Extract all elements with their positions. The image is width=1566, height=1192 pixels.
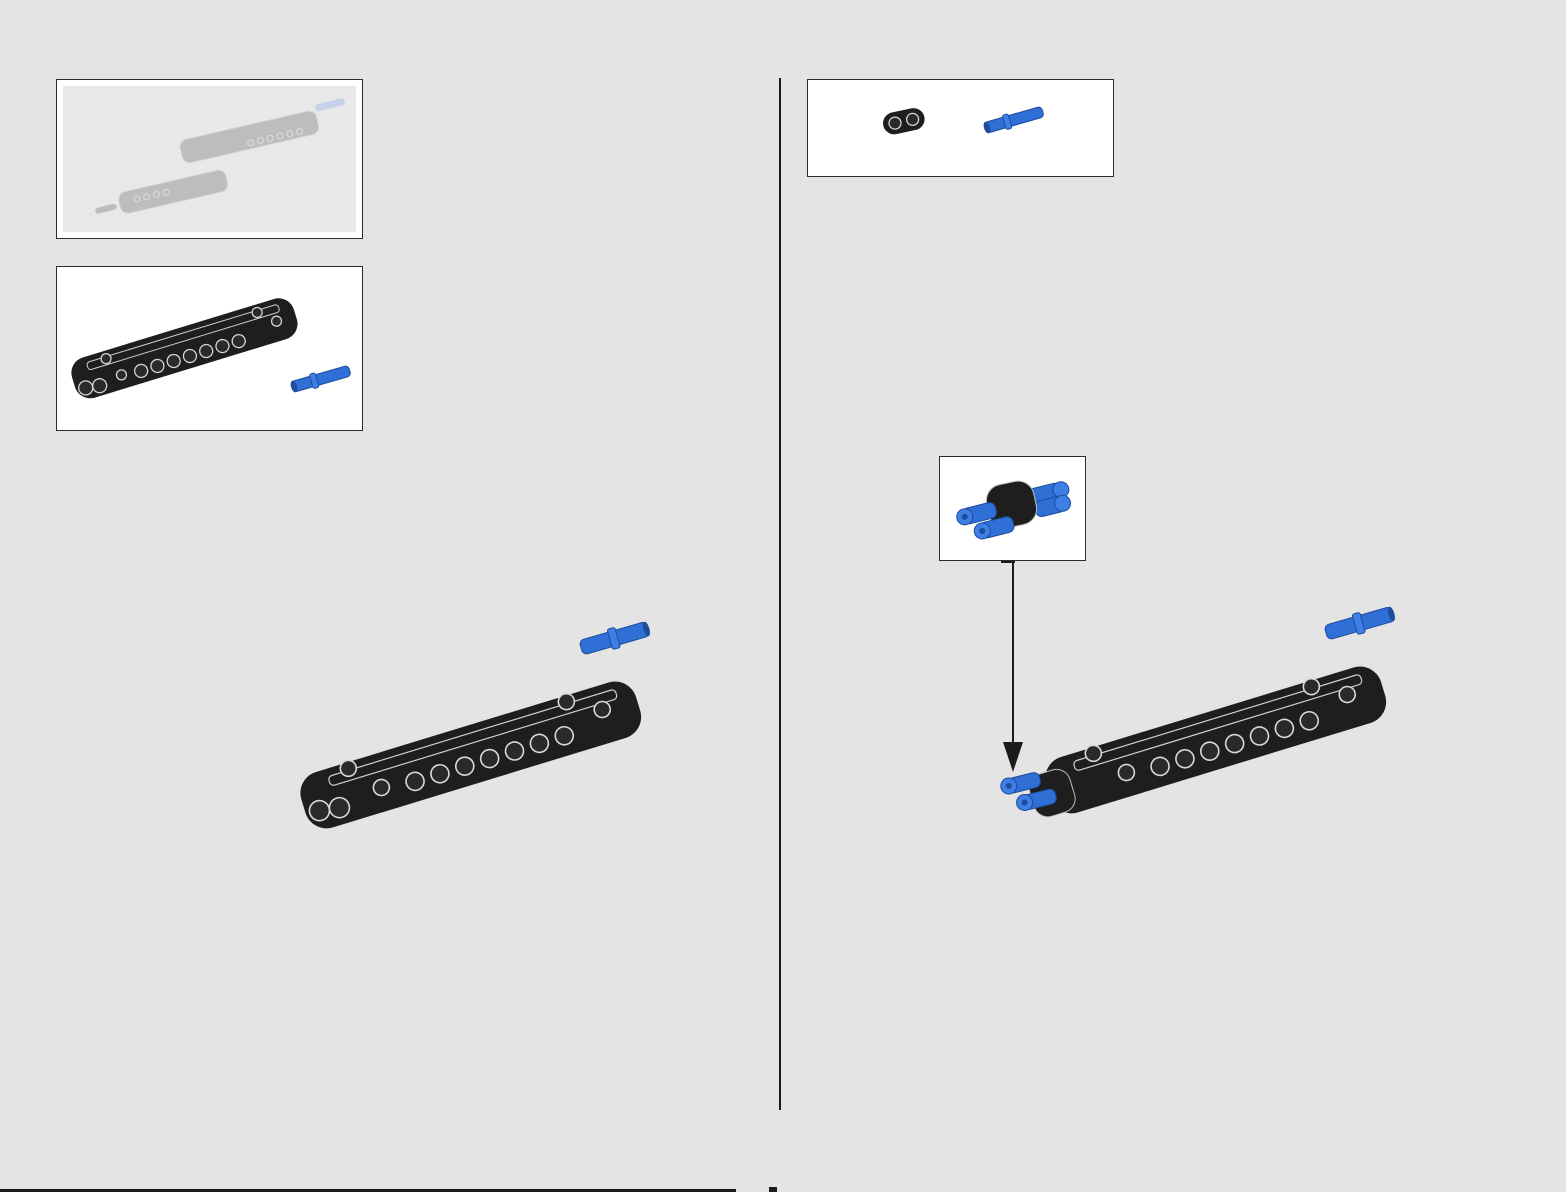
blue-pin-part (980, 100, 1050, 140)
parts-list-box-right (807, 79, 1114, 177)
bottom-mark (769, 1187, 777, 1192)
subassembly-callout-box (939, 456, 1086, 561)
subassembly-illustration (940, 457, 1087, 562)
context-overview-box (56, 79, 363, 239)
beam-panel-part (69, 281, 309, 411)
parts-list-box-left (56, 266, 363, 431)
page-divider (779, 78, 781, 1110)
assembly-model-left (280, 610, 660, 830)
connector-part (880, 104, 930, 140)
blue-pin-part (287, 359, 357, 399)
faded-assembly-illustration (57, 80, 364, 240)
assembly-model-right (985, 595, 1405, 835)
